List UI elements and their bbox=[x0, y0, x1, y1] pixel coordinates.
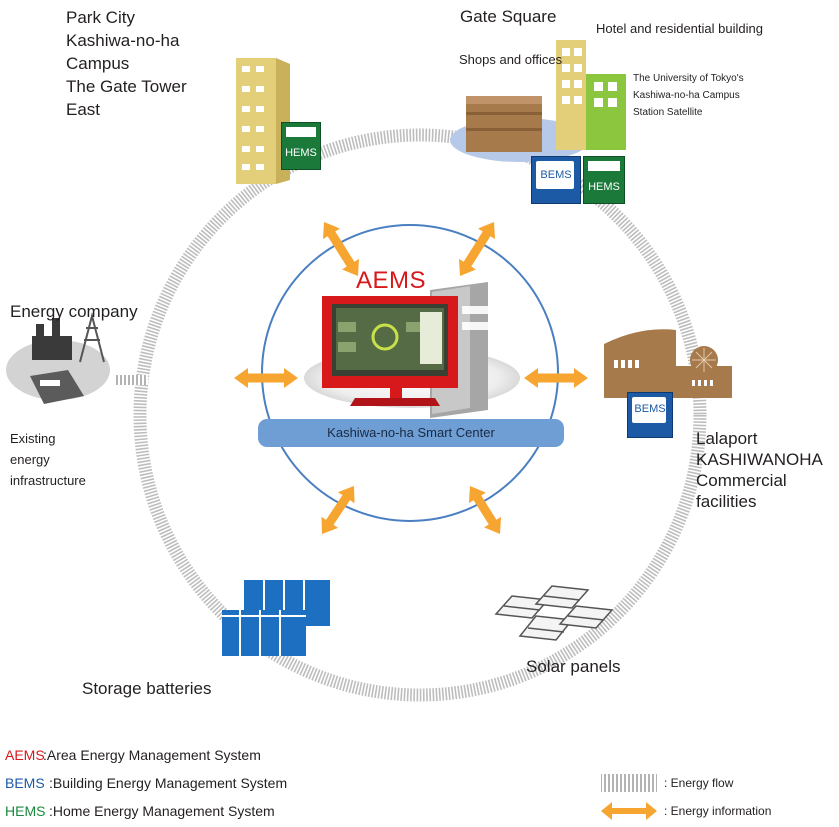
energy-company-link bbox=[114, 375, 148, 385]
energy-arrows bbox=[234, 222, 588, 535]
aems-title: AEMS bbox=[356, 267, 427, 294]
energy-company-label: Energy company bbox=[10, 302, 138, 321]
lalaport-line-4: facilities bbox=[696, 492, 757, 511]
bems-label: BEMS bbox=[634, 403, 666, 415]
existing-line-3: infrastructure bbox=[10, 473, 86, 488]
lalaport-label: Lalaport KASHIWANOHA Commercial faciliti… bbox=[696, 428, 823, 512]
energy-flow-ring bbox=[133, 128, 707, 702]
existing-line-2: energy bbox=[10, 452, 50, 467]
hotel-label: Hotel and residential building bbox=[596, 21, 763, 36]
park-city-line-4: The Gate Tower bbox=[66, 77, 187, 96]
legend-hems-abbr: HEMS bbox=[5, 803, 46, 819]
legend-energy-flow-swatch bbox=[601, 774, 657, 792]
university-line-1: The University of Tokyo's bbox=[633, 73, 744, 84]
lalaport-bems-tag: BEMS bbox=[627, 392, 673, 438]
legend-bems-text: :Building Energy Management System bbox=[49, 775, 288, 791]
legend-aems: AEMS:Area Energy Management System bbox=[5, 746, 261, 764]
legend-aems-text: :Area Energy Management System bbox=[43, 747, 261, 763]
legend-energy-arrow bbox=[601, 802, 657, 820]
legend-bems: BEMS:Building Energy Management System bbox=[5, 774, 287, 792]
university-line-2: Kashiwa-no-ha Campus bbox=[633, 90, 740, 101]
arrow-solar bbox=[468, 486, 502, 535]
hems-label: HEMS bbox=[285, 147, 317, 159]
legend-hems: HEMS:Home Energy Management System bbox=[5, 802, 275, 820]
arrow-lalaport bbox=[524, 368, 588, 388]
legend-hems-text: :Home Energy Management System bbox=[49, 803, 275, 819]
existing-line-1: Existing bbox=[10, 431, 56, 446]
lalaport-line-3: Commercial bbox=[696, 471, 787, 490]
hems-label: HEMS bbox=[588, 181, 620, 193]
legend-energy-flow: : Energy flow bbox=[664, 776, 734, 790]
university-line-3: Station Satellite bbox=[633, 107, 703, 118]
park-city-line-2: Kashiwa-no-ha bbox=[66, 31, 180, 50]
shops-label: Shops and offices bbox=[459, 52, 563, 67]
arrow-gate-square bbox=[458, 222, 496, 276]
existing-infrastructure-label: Existing energy infrastructure bbox=[10, 428, 86, 491]
lalaport-line-2: KASHIWANOHA bbox=[696, 450, 823, 469]
park-city-line-5: East bbox=[66, 100, 101, 119]
gate-square-hems-tag: HEMS bbox=[583, 156, 625, 204]
gate-square-bems-tag: BEMS bbox=[531, 156, 581, 204]
park-city-line-3: Campus bbox=[66, 54, 130, 73]
arrow-energy-company bbox=[234, 368, 298, 388]
park-city-building-icon bbox=[236, 58, 290, 184]
solar-panels-label: Solar panels bbox=[526, 657, 621, 676]
university-label: The University of Tokyo's Kashiwa-no-ha … bbox=[633, 70, 744, 121]
gate-square-buildings-icon bbox=[450, 40, 626, 162]
smart-center-bar bbox=[258, 419, 564, 447]
solar-panels-icon bbox=[494, 585, 614, 641]
arrow-park-city bbox=[322, 222, 360, 276]
bems-label: BEMS bbox=[540, 169, 572, 181]
gate-square-label: Gate Square bbox=[460, 7, 557, 26]
energy-company-icon bbox=[6, 312, 110, 404]
arrow-storage bbox=[321, 486, 355, 534]
park-city-hems-tag: HEMS bbox=[281, 122, 321, 170]
legend-bems-abbr: BEMS bbox=[5, 775, 45, 791]
lalaport-building-icon bbox=[604, 329, 732, 398]
storage-batteries-icon bbox=[222, 580, 330, 656]
storage-batteries-label: Storage batteries bbox=[82, 679, 212, 698]
aems-monitor-icon bbox=[322, 296, 458, 406]
legend-energy-info: : Energy information bbox=[664, 804, 772, 818]
park-city-line-1: Park City bbox=[66, 8, 135, 27]
lalaport-line-1: Lalaport bbox=[696, 429, 758, 448]
smart-center-label: Kashiwa-no-ha Smart Center bbox=[327, 425, 495, 440]
park-city-label: Park City Kashiwa-no-ha Campus The Gate … bbox=[66, 6, 187, 121]
legend-aems-abbr: AEMS bbox=[5, 747, 45, 763]
